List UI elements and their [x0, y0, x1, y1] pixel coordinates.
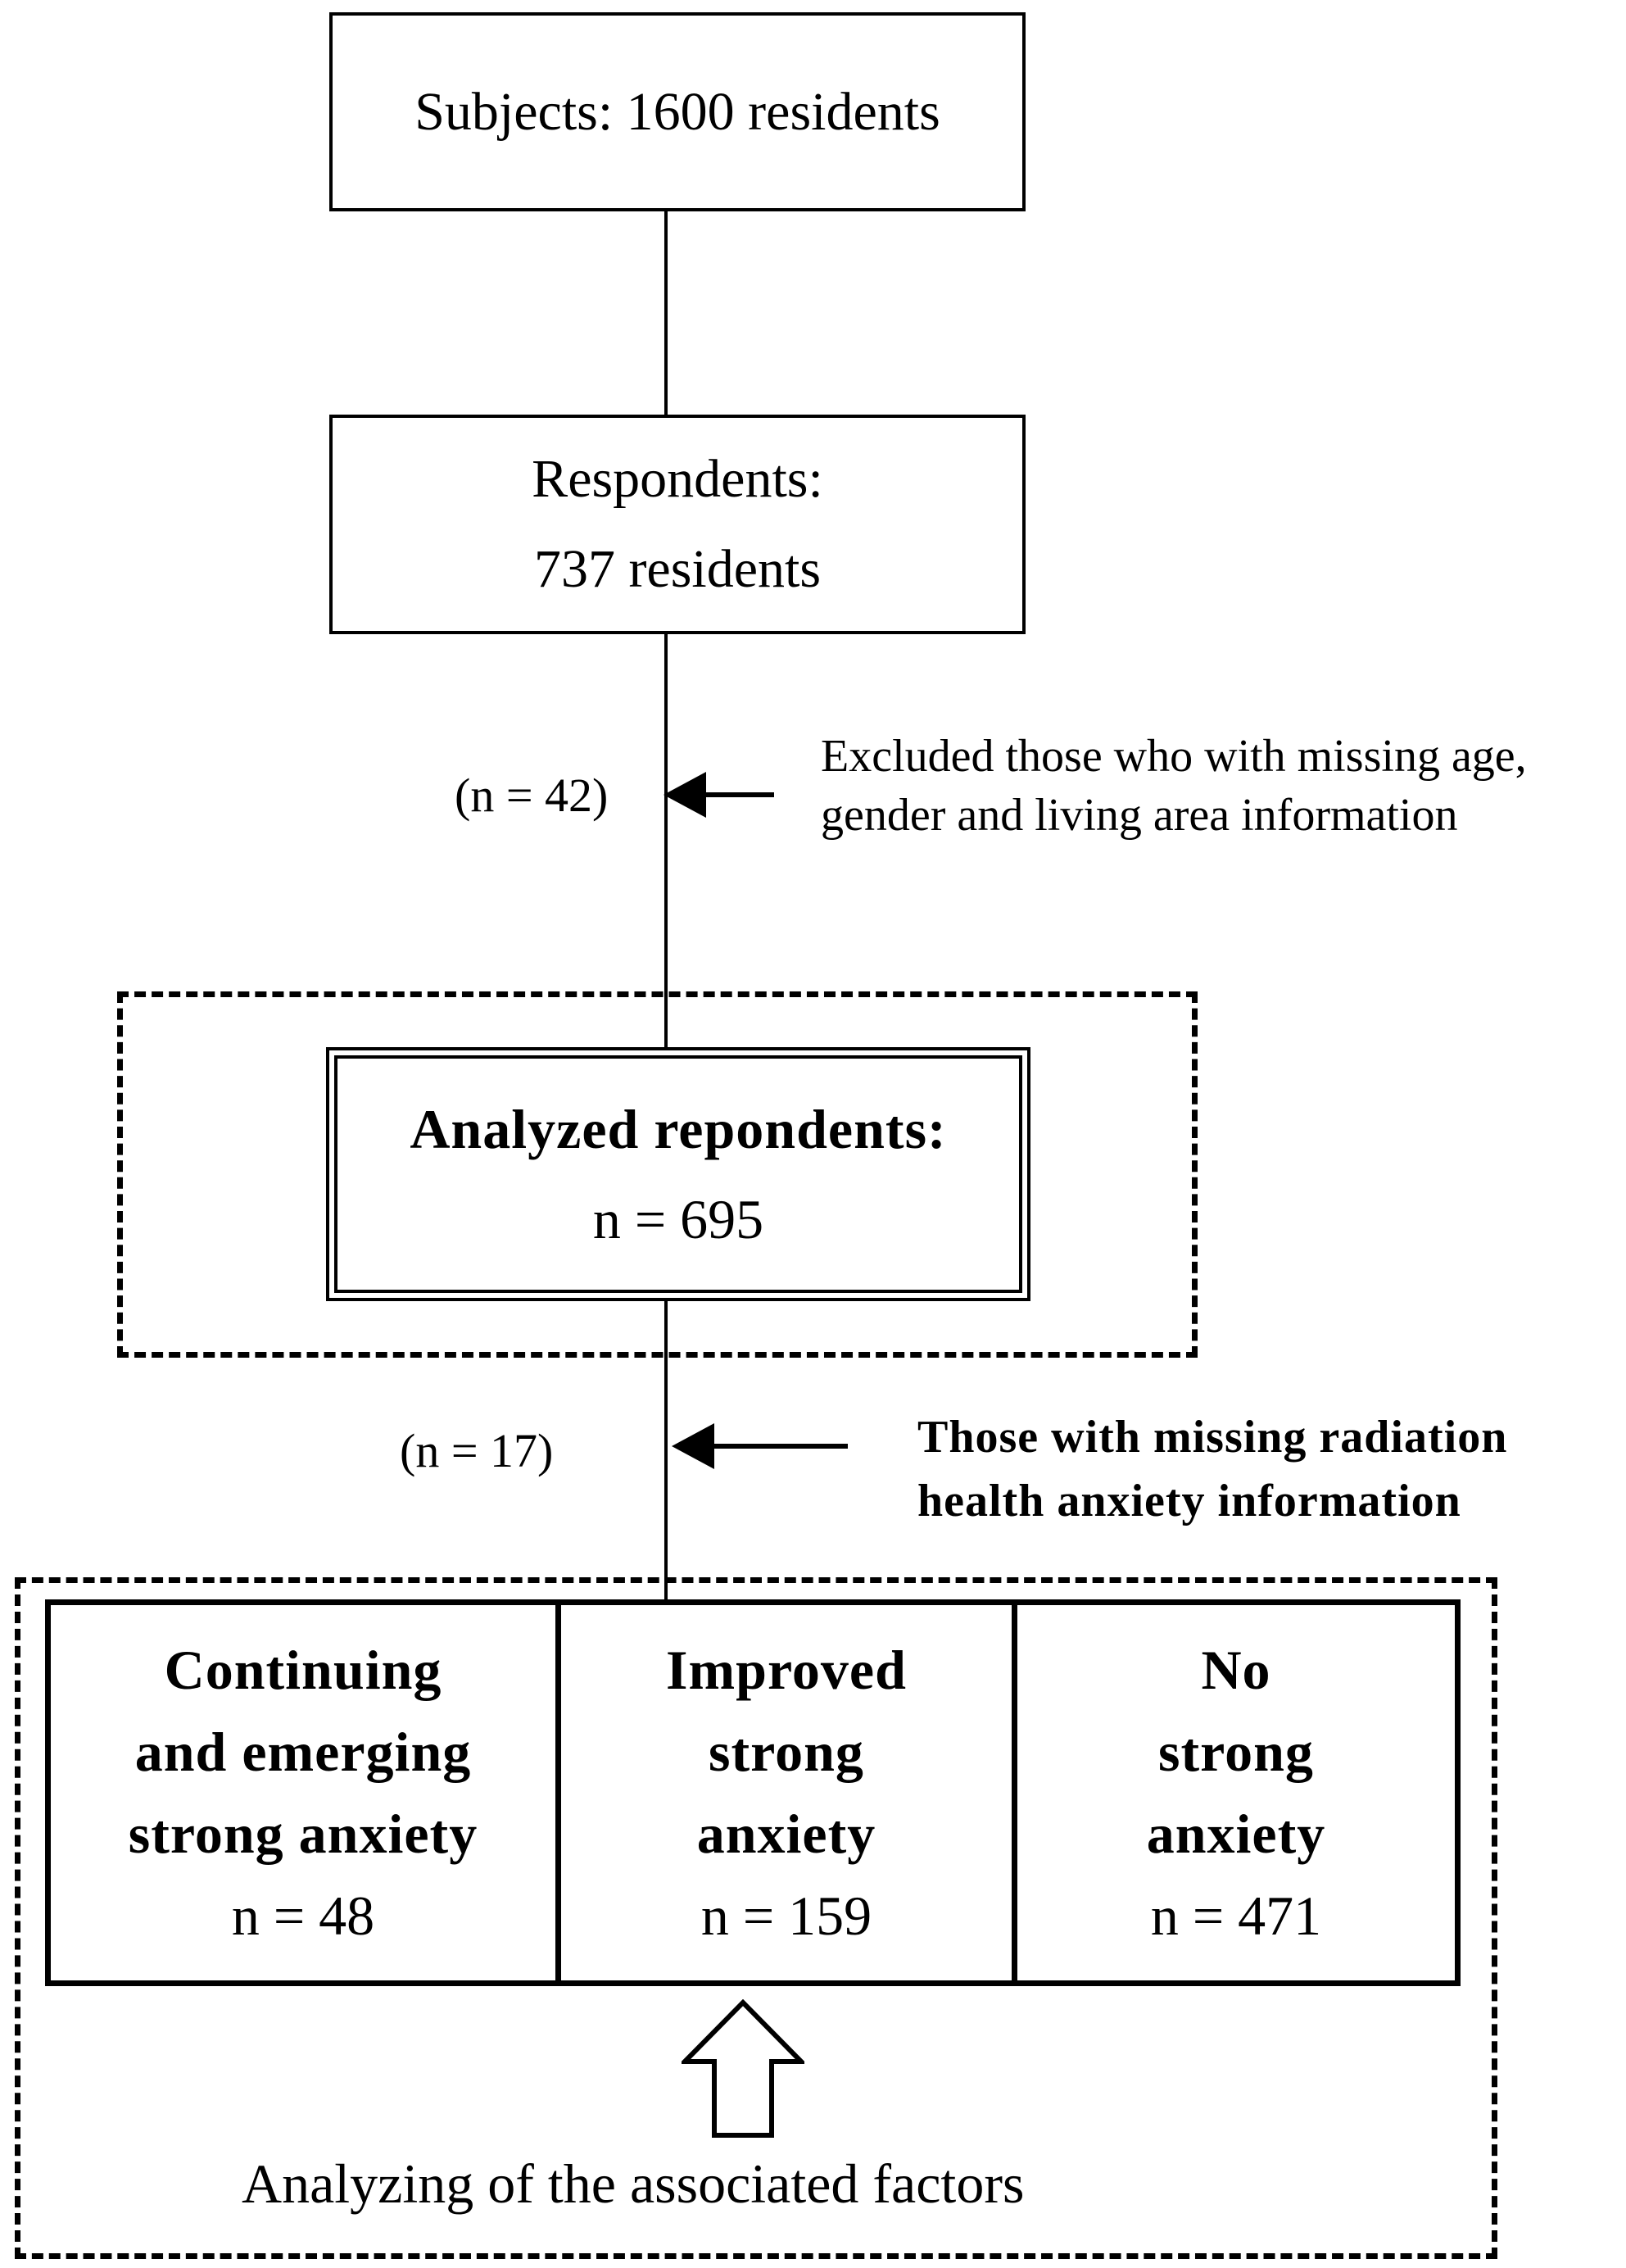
group-improved-count: n = 159 — [700, 1885, 872, 1947]
exclusion-2-note: Those with missing radiation health anxi… — [917, 1405, 1622, 1533]
subjects-box: Subjects: 1600 residents — [329, 12, 1026, 211]
group-continuing-line2: and emerging — [134, 1721, 472, 1783]
exclusion-1-arrow — [664, 772, 774, 818]
connector-line-1 — [664, 211, 668, 416]
analyzed-title: Analyzed repondents: — [410, 1098, 947, 1160]
group-none-line1: No — [1201, 1639, 1271, 1701]
group-continuing-count: n = 48 — [231, 1885, 375, 1947]
exclusion-1-line2: gender and living area information — [821, 790, 1458, 841]
group-none-line2: strong — [1158, 1721, 1314, 1783]
groups-dashed-frame — [15, 1577, 1497, 2259]
group-improved-line3: anxiety — [696, 1803, 876, 1865]
group-improved-line1: Improved — [666, 1639, 907, 1701]
group-continuing-line1: Continuing — [164, 1639, 442, 1701]
analyzed-box: Analyzed repondents: n = 695 — [326, 1047, 1030, 1301]
respondents-count: 737 residents — [533, 539, 822, 599]
analyzed-inner-box: Analyzed repondents: n = 695 — [334, 1055, 1022, 1293]
exclusion-2-line2: health anxiety information — [917, 1476, 1461, 1526]
group-none: No strong anxiety n = 471 — [1017, 1605, 1455, 1980]
exclusion-1-note: Excluded those who with missing age, gen… — [821, 727, 1624, 845]
exclusion-2-count: (n = 17) — [400, 1424, 554, 1477]
exclusion-2-line1: Those with missing radiation — [917, 1412, 1508, 1463]
exclusion-1-count: (n = 42) — [455, 769, 609, 822]
group-improved: Improved strong anxiety n = 159 — [561, 1605, 1017, 1980]
analyzed-dashed-frame — [117, 991, 1198, 1358]
group-none-count: n = 471 — [1150, 1885, 1322, 1947]
group-continuing: Continuing and emerging strong anxiety n… — [51, 1605, 561, 1980]
subjects-label: Subjects: 1600 residents — [414, 81, 940, 142]
connector-line-2 — [664, 634, 668, 1047]
groups-table: Continuing and emerging strong anxiety n… — [45, 1599, 1461, 1986]
group-continuing-line3: strong anxiety — [128, 1803, 478, 1865]
analyzed-count: n = 695 — [592, 1188, 764, 1250]
connector-line-3 — [664, 1301, 668, 1604]
up-arrow-icon — [682, 1999, 804, 2138]
footer-label: Analyzing of the associated factors — [242, 2152, 1025, 2215]
respondents-title: Respondents: — [532, 449, 823, 509]
exclusion-1-line1: Excluded those who with missing age, — [821, 731, 1527, 782]
group-improved-line2: strong — [709, 1721, 864, 1783]
group-none-line3: anxiety — [1146, 1803, 1326, 1865]
exclusion-2-arrow — [672, 1423, 848, 1469]
respondents-box: Respondents: 737 residents — [329, 415, 1026, 634]
